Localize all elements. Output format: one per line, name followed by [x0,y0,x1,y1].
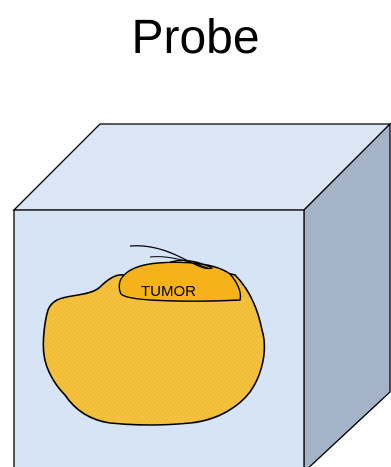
tumor-label: TUMOR [141,283,196,300]
